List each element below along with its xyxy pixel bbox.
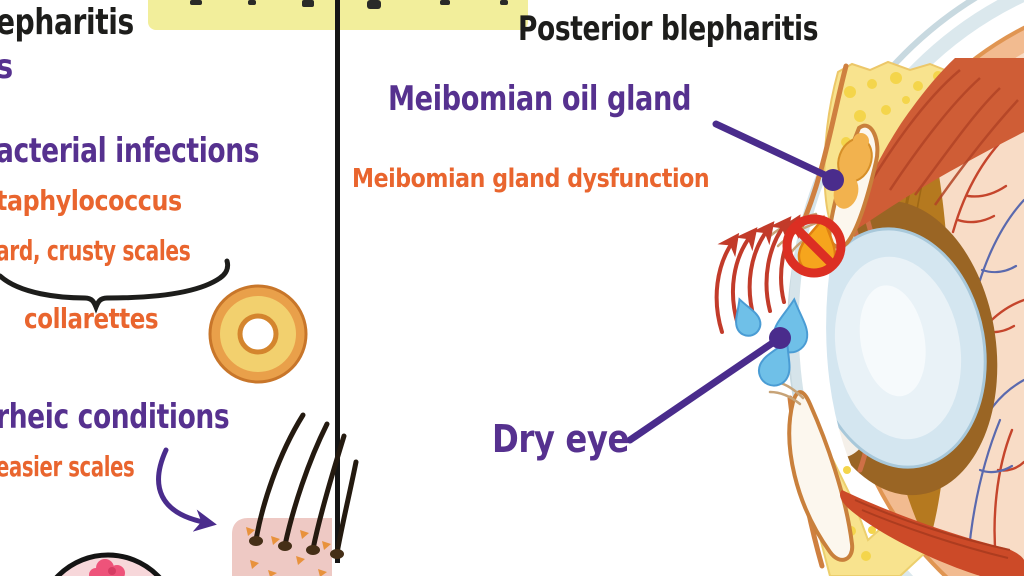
dry-eye-label: Dry eye — [492, 417, 629, 461]
seborrheic-arrow — [156, 447, 217, 532]
staphylococcus-label: taphylococcus — [0, 184, 182, 217]
anterior-title-fragment: epharitis — [0, 2, 134, 43]
gland-pointer-dot — [822, 169, 844, 191]
posterior-title: Posterior blepharitis — [518, 9, 819, 49]
no-oil-prohibition-icon — [782, 214, 846, 278]
causes-fragment: s — [0, 49, 13, 86]
tarsal-plate-lower — [787, 390, 855, 562]
eyelash-skin-illustration — [232, 412, 359, 576]
eyelash-hairs — [253, 412, 359, 556]
dry-eye-pointer-dot — [769, 327, 791, 349]
crusty-scales-label: ard, crusty scales — [0, 234, 191, 267]
meibomian-oil-gland-label: Meibomian oil gland — [388, 79, 692, 119]
dry-eye-pointer-line — [626, 327, 791, 444]
meibomian-gland — [833, 133, 873, 209]
microscope-dish-illustration — [54, 552, 162, 576]
upper-eyelid — [768, 58, 1024, 256]
lower-eyelid — [768, 380, 1024, 576]
greasy-scales-label: easier scales — [0, 450, 135, 483]
seborrheic-conditions-label: rheic conditions — [0, 397, 230, 437]
collarettes-label: collarettes — [24, 302, 159, 335]
gland-pointer-line — [712, 120, 844, 191]
eye-cross-section-illustration — [768, 0, 1024, 576]
divider-line — [335, 0, 340, 563]
brace-scales — [0, 258, 231, 314]
bacterial-infections-label: acterial infections — [0, 131, 260, 171]
collarette-donut-illustration — [208, 284, 308, 384]
lens — [809, 227, 987, 469]
gland-dysfunction-label: Meibomian gland dysfunction — [352, 164, 710, 194]
